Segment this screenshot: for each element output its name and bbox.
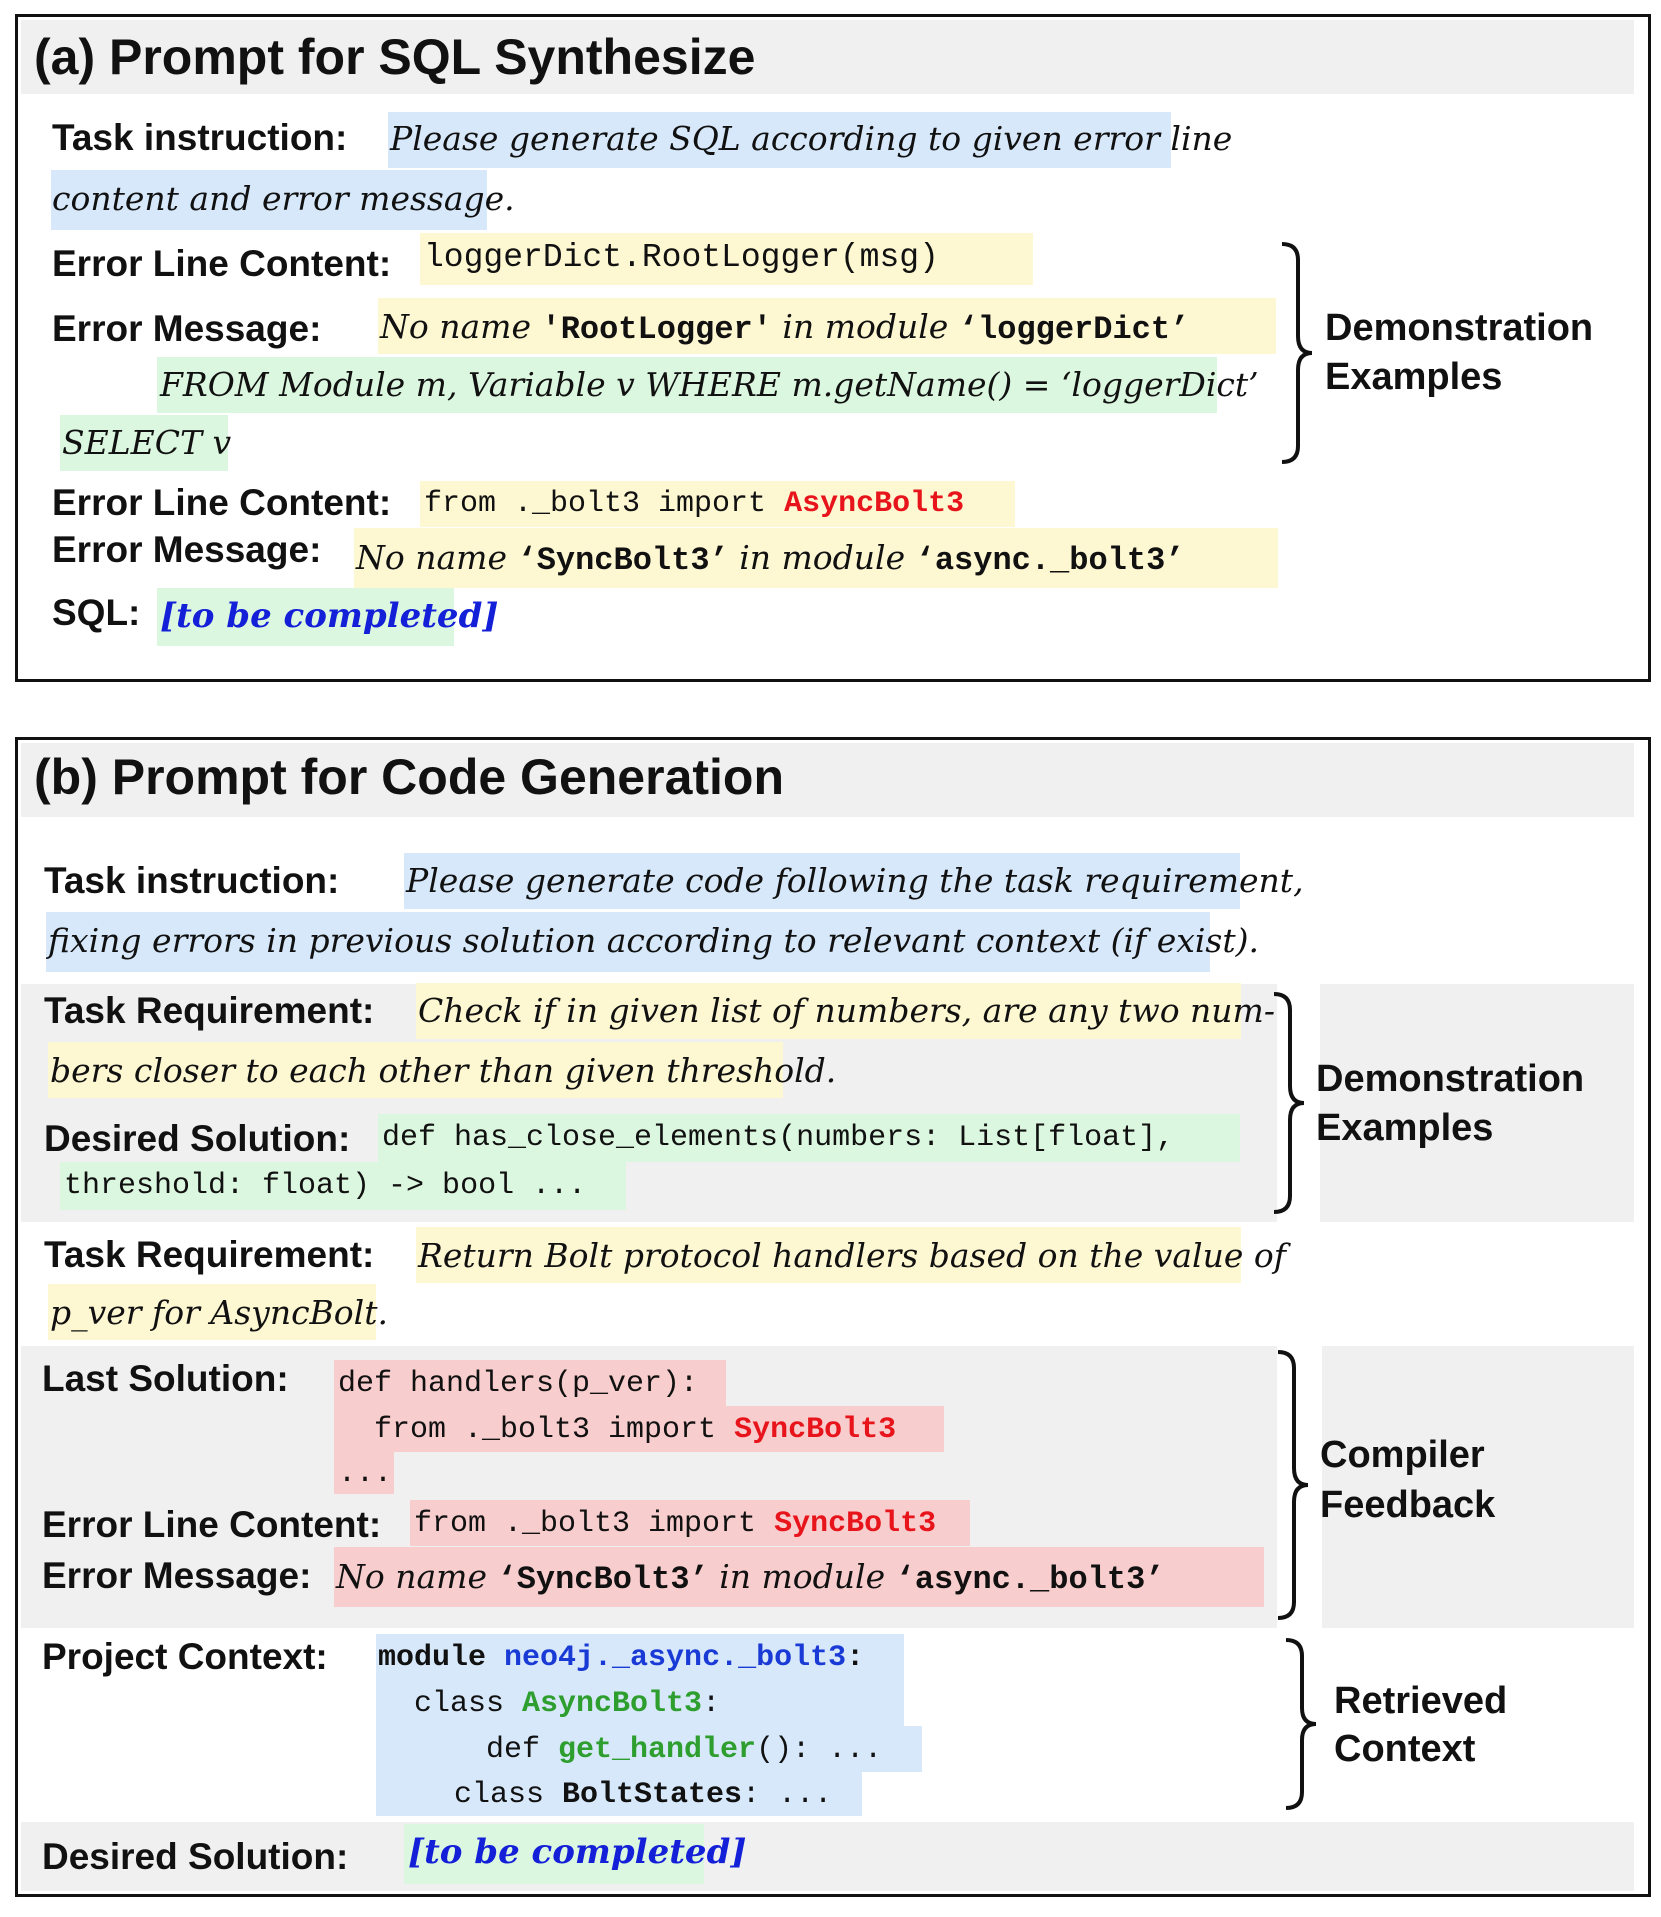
- b-task-instruction-highlight-2: [46, 912, 1210, 972]
- b-demo-requirement-highlight-2: [48, 1042, 783, 1098]
- b-demo-side-label-1: Demonstration: [1316, 1058, 1585, 1100]
- panel-a-title: (a) Prompt for SQL Synthesize: [34, 29, 756, 85]
- b-demo-requirement-label: Task Requirement:: [44, 990, 375, 1031]
- query-error-message-label: Error Message:: [52, 529, 322, 570]
- task-instruction-text-1: Please generate SQL according to given e…: [390, 119, 1233, 158]
- b-context-brace-icon: [1285, 1638, 1317, 1810]
- query-sql-placeholder: [to be completed]: [160, 596, 499, 636]
- task-instruction-label: Task instruction:: [52, 117, 348, 158]
- b-last-solution-highlight-2: [334, 1406, 944, 1452]
- b-feedback-side-section: [1322, 1346, 1634, 1628]
- demo-error-message-text: No name 'RootLogger' in module ‘loggerDi…: [380, 307, 1190, 348]
- b-error-message-label: Error Message:: [42, 1555, 312, 1596]
- panel-b-title-bar: [21, 743, 1634, 817]
- b-task-requirement-text-2: p_ver for AsyncBolt.: [50, 1293, 388, 1332]
- query-error-line-code: from ._bolt3 import AsyncBolt3: [424, 487, 965, 521]
- b-context-side-label-1: Retrieved: [1334, 1680, 1508, 1722]
- b-error-message-highlight: [334, 1547, 1264, 1607]
- panel-a-title-bar: [21, 20, 1634, 94]
- b-demo-requirement-text-2: bers closer to each other than given thr…: [50, 1051, 837, 1090]
- demo-side-label-a-1: Demonstration: [1325, 307, 1594, 349]
- b-task-instruction-label: Task instruction:: [44, 860, 340, 901]
- b-error-line-label: Error Line Content:: [42, 1504, 382, 1545]
- b-context-line-2: class AsyncBolt3:: [378, 1687, 721, 1721]
- b-demo-side-label-2: Examples: [1316, 1107, 1494, 1149]
- b-context-highlight-3: [376, 1726, 922, 1772]
- b-task-requirement-highlight-1: [416, 1227, 1241, 1283]
- b-demo-solution-line-2: threshold: float) -> bool ...: [64, 1169, 587, 1203]
- b-context-highlight-2: [376, 1680, 904, 1726]
- b-task-instruction-text-2: fixing errors in previous solution accor…: [48, 921, 1259, 960]
- b-context-highlight-4: [376, 1772, 862, 1816]
- b-demo-brace-icon: [1273, 992, 1305, 1214]
- query-error-message-highlight: [354, 528, 1278, 588]
- b-last-solution-line-3: ...: [338, 1457, 393, 1491]
- query-error-line-label: Error Line Content:: [52, 482, 392, 523]
- demo-error-line-highlight: [420, 233, 1033, 285]
- demo-sql-line-2: SELECT v: [62, 423, 232, 462]
- demo-error-message-label: Error Message:: [52, 308, 322, 349]
- demo-sql-highlight-1: [157, 357, 1217, 413]
- b-context-highlight-1: [376, 1634, 904, 1680]
- b-feedback-brace-icon: [1277, 1350, 1309, 1620]
- b-feedback-side-label-2: Feedback: [1320, 1484, 1496, 1526]
- task-instruction-highlight-1: [388, 112, 1171, 168]
- b-project-context-label: Project Context:: [42, 1636, 328, 1677]
- b-error-message-text: No name ‘SyncBolt3’ in module ‘async._bo…: [336, 1557, 1165, 1598]
- task-instruction-text-2: content and error message.: [52, 179, 515, 218]
- b-demo-side-section: [1320, 984, 1634, 1222]
- demo-error-line-code: loggerDict.RootLogger(msg): [424, 239, 939, 276]
- b-last-solution-highlight-3: [334, 1452, 394, 1494]
- b-task-requirement-highlight-2: [48, 1284, 376, 1340]
- panel-b-title: (b) Prompt for Code Generation: [34, 749, 784, 805]
- query-error-message-text: No name ‘SyncBolt3’ in module ‘async._bo…: [356, 538, 1185, 579]
- b-task-instruction-text-1: Please generate code following the task …: [406, 861, 1304, 900]
- b-desired-solution-label: Desired Solution:: [42, 1836, 349, 1877]
- demo-error-line-label: Error Line Content:: [52, 243, 392, 284]
- b-last-solution-line-2: from ._bolt3 import SyncBolt3: [338, 1413, 897, 1447]
- query-sql-highlight: [157, 588, 454, 646]
- b-demo-solution-highlight-2: [60, 1162, 626, 1210]
- b-desired-solution-placeholder: [to be completed]: [408, 1832, 747, 1872]
- b-demo-solution-line-1: def has_close_elements(numbers: List[flo…: [382, 1121, 1175, 1155]
- b-context-line-4: class BoltStates: ...: [400, 1778, 833, 1812]
- b-demo-requirement-highlight-1: [416, 983, 1241, 1039]
- task-instruction-highlight-2: [51, 170, 487, 230]
- b-task-requirement-text-1: Return Bolt protocol handlers based on t…: [418, 1236, 1286, 1275]
- demo-sql-line-1: FROM Module m, Variable v WHERE m.getNam…: [160, 365, 1259, 404]
- b-demo-requirement-text-1: Check if in given list of numbers, are a…: [418, 991, 1276, 1030]
- b-context-line-1: module neo4j._async._bolt3:: [378, 1641, 865, 1675]
- b-demo-solution-highlight-1: [378, 1114, 1240, 1162]
- demo-error-message-highlight: [378, 298, 1276, 354]
- b-last-solution-label: Last Solution:: [42, 1358, 289, 1399]
- b-feedback-side-label-1: Compiler: [1320, 1434, 1485, 1476]
- b-task-requirement-label: Task Requirement:: [44, 1234, 375, 1275]
- query-error-line-highlight: [420, 481, 1015, 527]
- b-desired-solution-highlight: [404, 1824, 704, 1884]
- b-context-line-3: def get_handler(): ...: [414, 1733, 883, 1767]
- b-desired-solution-section: [21, 1822, 1634, 1891]
- b-error-line-highlight: [410, 1500, 970, 1546]
- query-sql-label: SQL:: [52, 592, 141, 633]
- b-demo-solution-label: Desired Solution:: [44, 1118, 351, 1159]
- demo-side-label-a-2: Examples: [1325, 356, 1503, 398]
- b-last-solution-line-1: def handlers(p_ver):: [338, 1367, 699, 1401]
- demo-brace-icon: [1281, 242, 1313, 464]
- b-context-side-label-2: Context: [1334, 1728, 1476, 1770]
- demo-sql-highlight-2: [60, 415, 228, 471]
- b-error-line-code: from ._bolt3 import SyncBolt3: [414, 1507, 937, 1541]
- b-task-instruction-highlight-1: [404, 853, 1240, 909]
- b-last-solution-highlight-1: [334, 1360, 726, 1406]
